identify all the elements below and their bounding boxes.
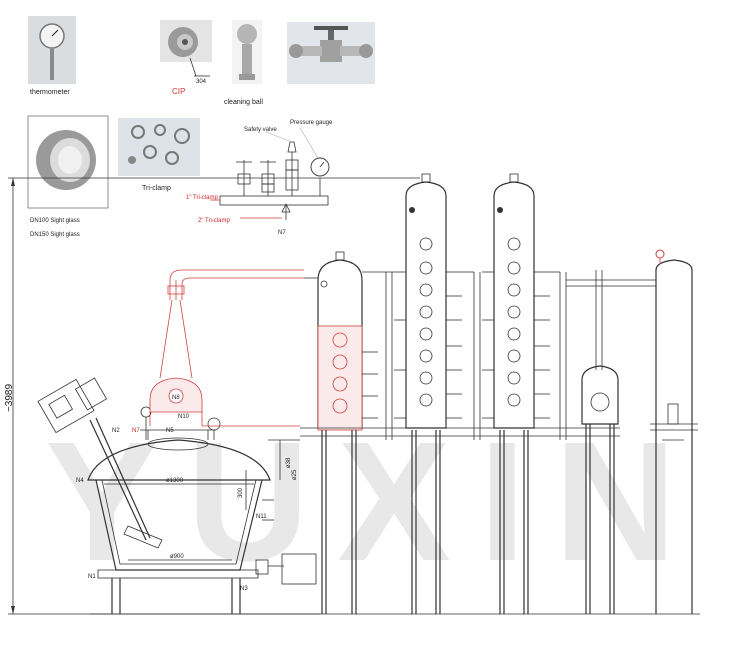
nozzle-n5-label: N5 bbox=[166, 428, 174, 434]
manifold-nozzle-label: N7 bbox=[278, 230, 286, 236]
cleaning-ball-label: cleaning ball bbox=[224, 99, 263, 106]
sight-glass-dn100-label: DN100 Sight glass bbox=[30, 218, 80, 224]
sight-glass-photo bbox=[27, 115, 109, 209]
cip-label: CIP bbox=[172, 87, 185, 96]
nozzle-n3-label: N3 bbox=[240, 586, 248, 592]
safety-valve-label: Safety valve bbox=[244, 127, 277, 133]
connecting-pipes bbox=[300, 270, 656, 440]
thermometer-photo bbox=[28, 16, 76, 84]
still-helmet bbox=[149, 269, 304, 480]
cip-photo bbox=[160, 20, 212, 62]
watermark: YUXIN bbox=[45, 407, 705, 597]
plate-column-1 bbox=[317, 251, 378, 614]
pressure-gauge-label: Pressure gauge bbox=[290, 120, 333, 126]
cip-material-label: 304 bbox=[196, 79, 207, 85]
pot-top-dia-label: ø1300 bbox=[166, 478, 184, 484]
cleaning-ball-photo bbox=[232, 20, 262, 84]
nozzle-n7-label: N7 bbox=[132, 428, 140, 434]
height-dimension-label: ~3989 bbox=[4, 384, 15, 413]
column-valve-racks bbox=[394, 271, 550, 419]
tall-column-3 bbox=[650, 249, 698, 614]
tall-column-2 bbox=[493, 173, 535, 614]
valve-photo bbox=[287, 22, 375, 84]
top-manifold bbox=[210, 141, 330, 220]
nozzle-n4-label: N4 bbox=[76, 478, 84, 484]
tall-column-1 bbox=[405, 173, 447, 614]
nozzle-n1-label: N1 bbox=[88, 574, 96, 580]
nozzle-n10-label: N10 bbox=[178, 414, 190, 420]
dim-300-label: 300 bbox=[238, 487, 244, 498]
pot-still bbox=[37, 377, 317, 614]
thermometer-label: thermometer bbox=[30, 89, 70, 96]
nozzle-n11-label: N11 bbox=[256, 514, 267, 520]
tri-clamp-photo bbox=[118, 118, 200, 176]
dim-25-label: ø25 bbox=[292, 469, 298, 480]
clamp-2in-label: 2" Tri-clamp bbox=[198, 218, 230, 224]
dim-38-label: ø38 bbox=[286, 457, 292, 468]
sight-glass-dn150-label: DN150 Sight glass bbox=[30, 232, 80, 238]
clamp-1in-label: 1" Tri-clamp bbox=[186, 195, 218, 201]
pot-bottom-dia-label: ø900 bbox=[170, 554, 184, 560]
dephlegmator-vessel bbox=[581, 365, 619, 614]
tri-clamp-label: Tri-clamp bbox=[142, 185, 171, 192]
nozzle-n2-label: N2 bbox=[112, 428, 120, 434]
nozzle-n8-label: N8 bbox=[172, 395, 180, 401]
